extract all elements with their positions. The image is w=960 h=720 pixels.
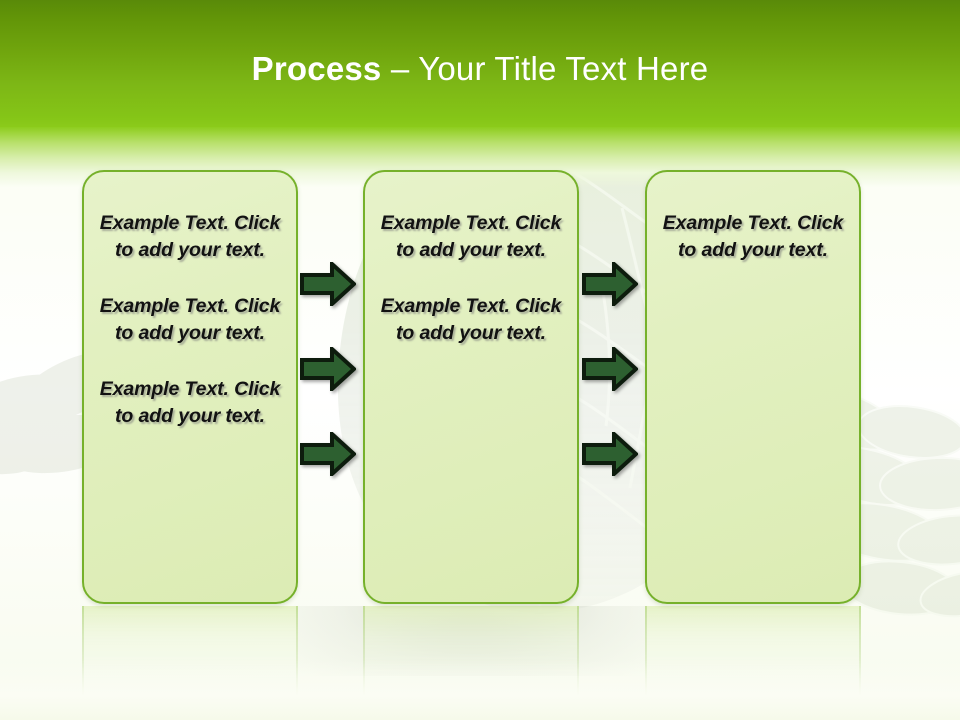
arrow-right-icon-col-a-row-3[interactable] — [300, 432, 356, 476]
arrow-right-icon-col-a-row-2[interactable] — [300, 347, 356, 391]
process-box-1-paragraph-2[interactable]: Example Text. Click to add your text. — [99, 295, 281, 344]
page-title-dash: – — [381, 50, 419, 87]
process-box-3[interactable]: Example Text. Click to add your text. — [645, 170, 861, 604]
process-box-3-paragraph-1[interactable]: Example Text. Click to add your text. — [662, 212, 844, 261]
process-box-3-content: Example Text. Click to add your text. — [647, 172, 859, 263]
page-title-bold: Process — [251, 50, 382, 87]
page-title-rest: Your Title Text Here — [418, 50, 709, 87]
process-box-2-paragraph-2[interactable]: Example Text. Click to add your text. — [380, 295, 562, 344]
arrow-right-icon-col-a-row-1[interactable] — [300, 262, 356, 306]
process-box-2[interactable]: Example Text. Click to add your text. Ex… — [363, 170, 579, 604]
process-box-2-content: Example Text. Click to add your text. Ex… — [365, 172, 577, 346]
process-box-1-content: Example Text. Click to add your text. Ex… — [84, 172, 296, 429]
process-box-2-paragraph-1[interactable]: Example Text. Click to add your text. — [380, 212, 562, 261]
title-banner — [0, 0, 960, 128]
page-title: Process – Your Title Text Here — [0, 49, 960, 89]
process-box-1-paragraph-3[interactable]: Example Text. Click to add your text. — [99, 378, 281, 427]
arrow-right-icon-col-b-row-1[interactable] — [582, 262, 638, 306]
arrow-right-icon-col-b-row-3[interactable] — [582, 432, 638, 476]
process-box-1-paragraph-1[interactable]: Example Text. Click to add your text. — [99, 212, 281, 261]
arrow-right-icon-col-b-row-2[interactable] — [582, 347, 638, 391]
process-box-1[interactable]: Example Text. Click to add your text. Ex… — [82, 170, 298, 604]
